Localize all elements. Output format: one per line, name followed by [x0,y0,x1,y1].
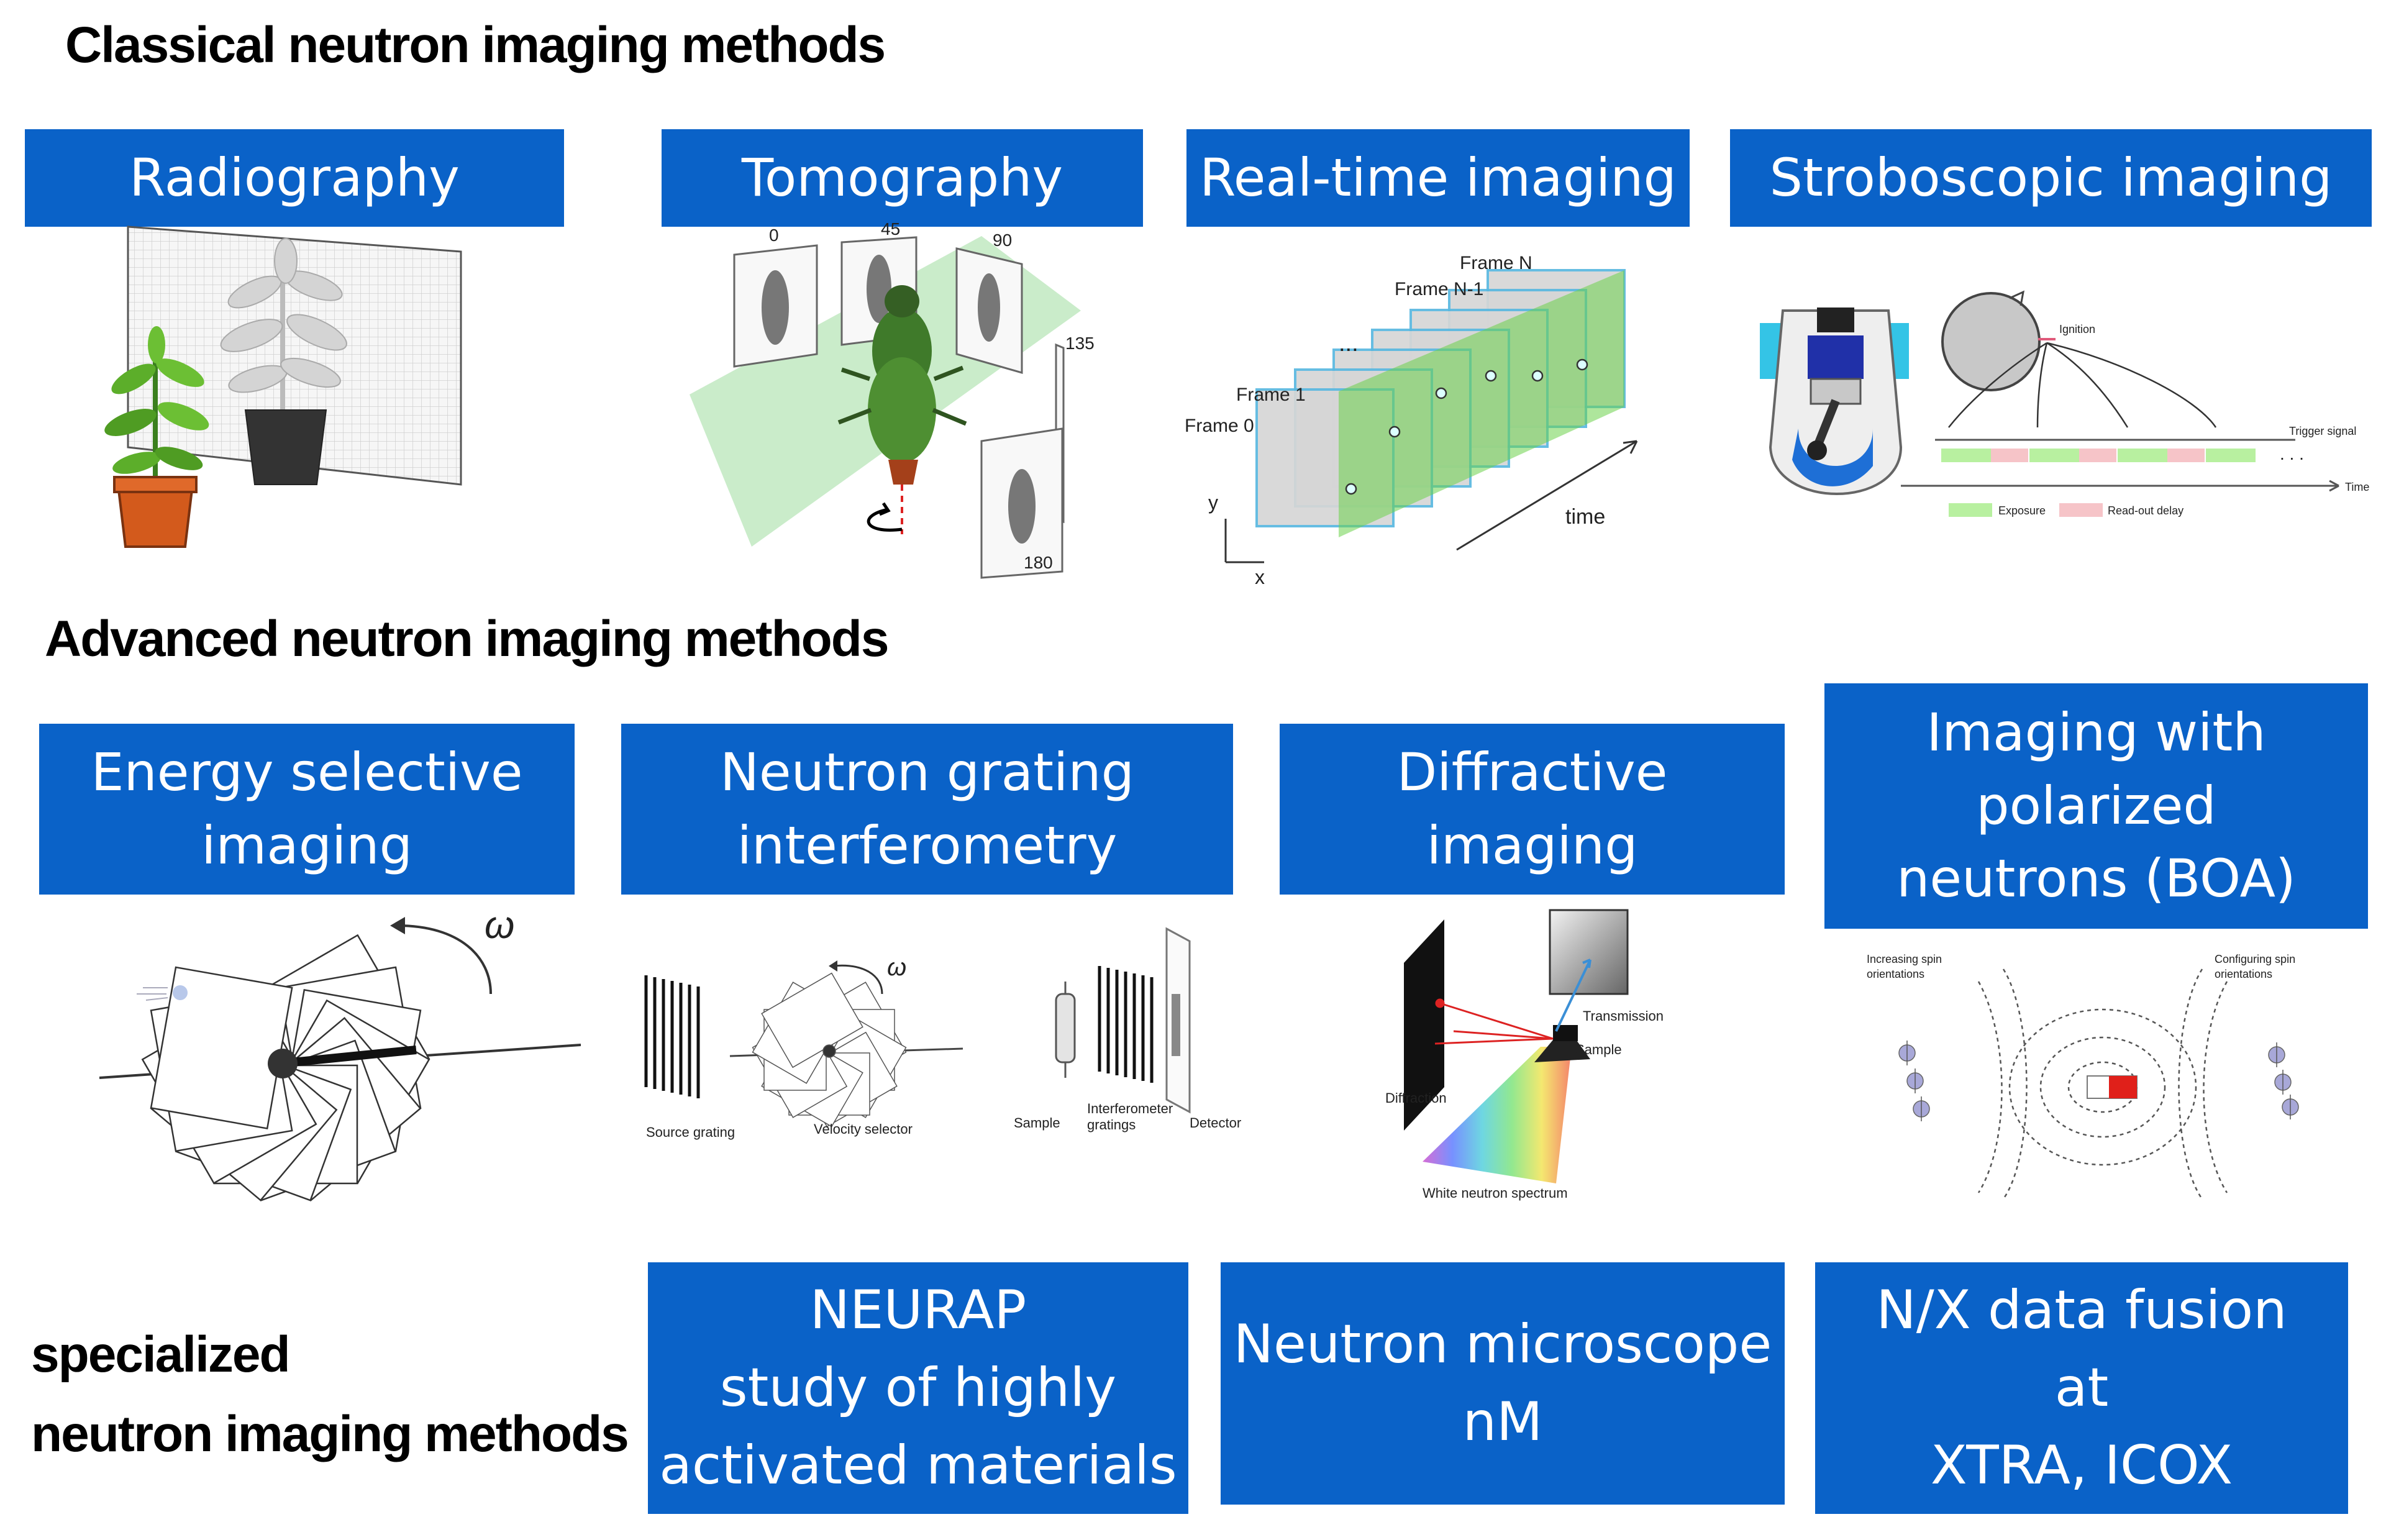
plant-shadow-image [220,238,347,485]
diffractive-imaging-box: Diffractive imaging [1280,724,1785,895]
spectrum-label: White neutron spectrum [1423,1185,1568,1201]
frame-1-label: Frame 1 [1236,385,1306,405]
trajectory-dots [1345,358,1588,495]
timing-diagram [1901,439,2339,517]
neutron-microscope-box: Neutron microscope nM [1221,1262,1785,1505]
right-label-2: orientations [2215,968,2272,980]
grating-labels: Source grating Velocity selector Sample … [646,1101,1241,1140]
projection-shadows [762,255,1036,544]
neurap-box: NEURAP study of highly activated materia… [648,1262,1188,1514]
frame-0-label: Frame 0 [1185,416,1254,436]
energy-selective-illustration: ω [99,904,581,1201]
spin-particles-left [1898,1041,1930,1121]
interferometer-label-1: Interferometer [1087,1101,1173,1116]
time-label: time [1565,505,1605,529]
neutron-source [137,985,188,1001]
left-label-1: Increasing spin [1867,953,1942,965]
specialized-methods-title-line2: neutron imaging methods [31,1406,629,1462]
xy-axes: y x [1208,491,1265,588]
insect-sample [837,285,967,534]
frame-labels: Frame N Frame N-1 ... Frame 1 Frame 0 [1185,253,1532,436]
velocity-selector-blades [141,934,430,1201]
time-label: Time [2345,481,2369,493]
neutron-spectrum-beam [1423,1047,1572,1183]
tomography-box: Tomography [662,129,1143,227]
sample-cylinder [1055,982,1076,1078]
grating-omega-label: ω [887,954,906,981]
trigger-lines [1948,342,2217,428]
sample-label: Sample [1575,1042,1622,1057]
ignition-disk [1941,292,2041,391]
transmission-detector [1549,909,1629,995]
engine-cross-section [1760,308,1909,495]
energy-selective-imaging-box: Energy selective imaging [39,724,575,895]
rotation-arrow: ω [829,954,906,995]
radiography-box: Radiography [25,129,564,227]
readout-label: Read-out delay [2108,504,2183,517]
time-axis: time [1456,440,1638,551]
axis-x-label: x [1255,566,1265,588]
transmission-label: Transmission [1583,1008,1664,1024]
radiography-illustration [104,226,462,548]
time-plane [1339,270,1624,537]
frame-n1-label: Frame N-1 [1395,279,1483,299]
stroboscopic-imaging-illustration: Ignition Trigger signal . . . Time Expos… [1760,290,2369,517]
detector-label: Detector [1190,1115,1241,1131]
grating-interferometry-illustration: ω Source grating Velocity selector Sampl… [644,927,1241,1140]
polarized-neutrons-illustration: Increasing spin orientations Configuring… [1867,953,2299,1200]
polarized-neutrons-box: Imaging with polarized neutrons (BOA) [1824,683,2368,929]
timing-ellipsis: . . . [2280,444,2304,463]
magnet [2087,1075,2138,1099]
frame-n-label: Frame N [1460,253,1532,273]
right-label-1: Configuring spin [2215,953,2295,965]
velocity-selector [752,972,907,1128]
polarized-labels: Increasing spin orientations Configuring… [1867,953,2295,980]
source-grating [644,975,700,1098]
trigger-label: Trigger signal [2289,425,2356,437]
realtime-imaging-box: Real-time imaging [1186,129,1690,227]
diffractive-imaging-illustration: Transmission Sample Diffraction White ne… [1385,909,1664,1201]
ellipsis-label: ... [1339,330,1359,357]
source-grating-label: Source grating [646,1124,735,1140]
diffraction-label: Diffraction [1385,1090,1447,1106]
grating-interferometry-box: Neutron grating interferometry [621,724,1233,895]
stroboscopic-imaging-box: Stroboscopic imaging [1730,129,2372,227]
plant-object [104,326,209,548]
detector-screen [127,226,462,486]
advanced-methods-title: Advanced neutron imaging methods [45,611,889,667]
exposure-label: Exposure [1998,504,2046,517]
interferometer-label-2: gratings [1087,1117,1136,1132]
left-label-2: orientations [1867,968,1924,980]
sample-label: Sample [1014,1115,1060,1131]
omega-label: ω [485,904,514,947]
angle-label-180: 180 [1024,553,1053,572]
field-lines [1977,968,2228,1200]
axis-y-label: y [1208,491,1218,514]
tomography-illustration: 0 45 90 135 180 [690,219,1095,579]
spin-particles-right [2268,1042,2299,1119]
classical-methods-title: Classical neutron imaging methods [65,17,886,73]
ignition-label: Ignition [2059,323,2095,335]
angle-labels: 0 45 90 135 180 [769,219,1095,572]
angle-label-90: 90 [993,230,1012,250]
detector-plate [1165,927,1191,1114]
interferometer-gratings [1098,966,1154,1083]
diffraction-labels: Transmission Sample Diffraction White ne… [1385,1008,1664,1201]
angle-label-135: 135 [1065,334,1095,353]
diffracted-rays [1434,998,1554,1045]
diffraction-screen [1404,919,1444,1131]
rotation-arrow: ω [390,904,514,995]
realtime-imaging-illustration: Frame N Frame N-1 ... Frame 1 Frame 0 y … [1185,253,1638,588]
selector-shaft [279,1046,417,1068]
selector-hub [268,1049,298,1078]
angle-label-45: 45 [881,219,900,239]
angle-label-0: 0 [769,226,779,245]
specialized-methods-title-line1: specialized [31,1326,291,1383]
data-fusion-box: N/X data fusion at XTRA, ICOX [1815,1262,2348,1514]
velocity-selector-label: Velocity selector [814,1121,913,1137]
sample-stand [1534,959,1591,1062]
